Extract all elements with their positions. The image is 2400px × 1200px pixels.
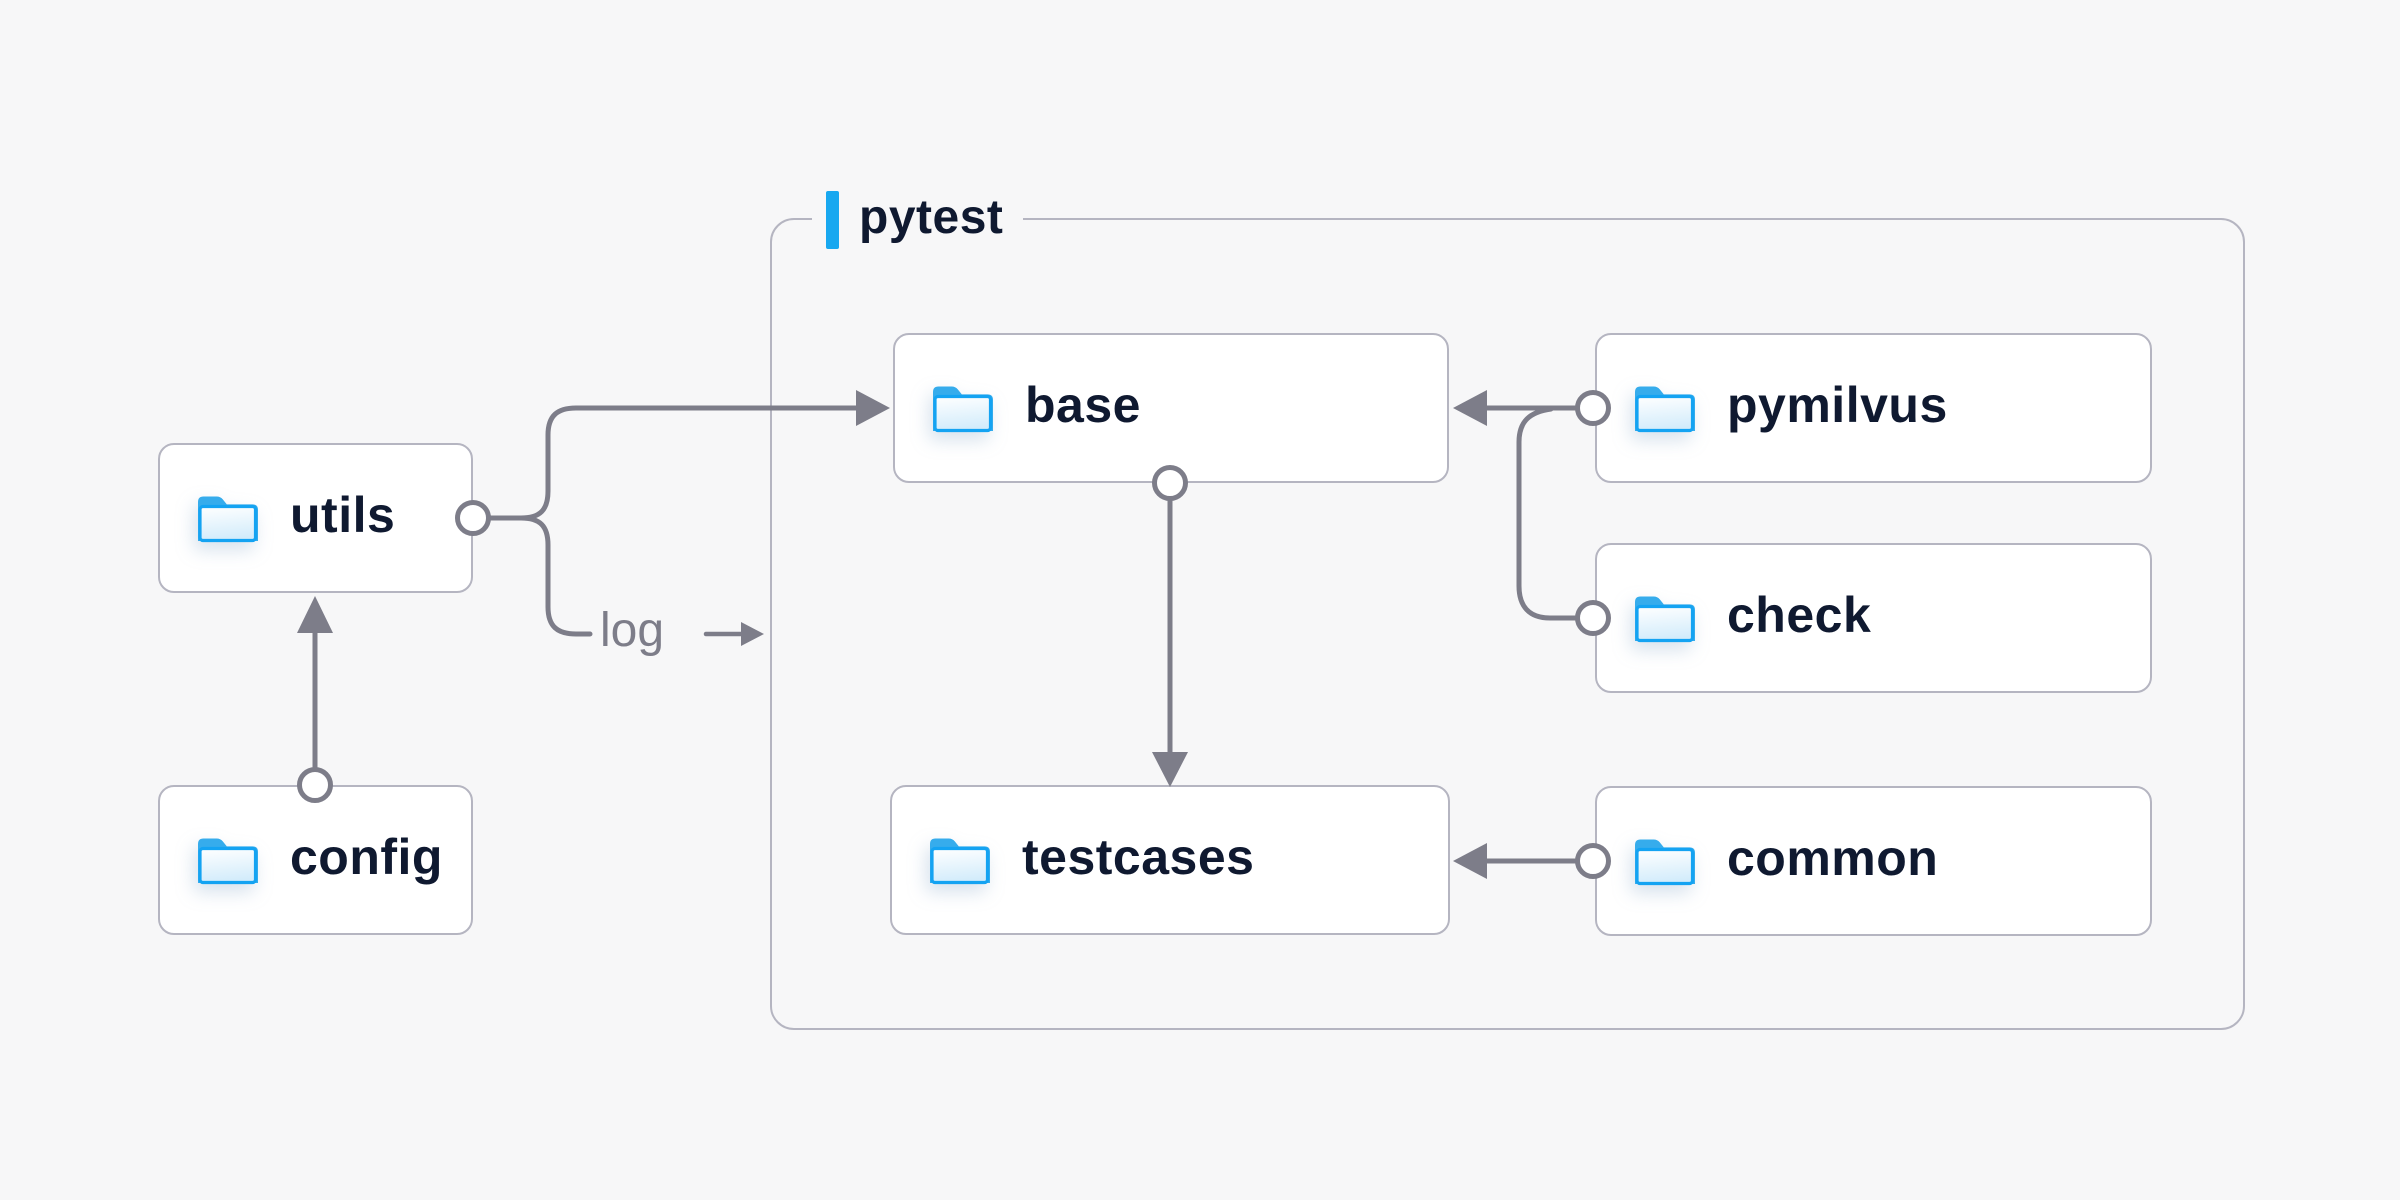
node-label-utils: utils: [290, 487, 396, 543]
node-pymilvus: pymilvus: [1595, 333, 2152, 483]
edge-label-log: log: [600, 604, 665, 657]
node-label-base: base: [1025, 377, 1141, 433]
arrowhead-right-small-icon: [741, 622, 764, 646]
folder-icon: [198, 496, 258, 542]
pytest-group-label: pytest: [812, 188, 1024, 252]
node-check: check: [1595, 543, 2152, 693]
folder-icon: [198, 838, 258, 884]
node-utils: utils: [158, 443, 473, 593]
node-common: common: [1595, 786, 2152, 936]
pytest-group-title: pytest: [859, 191, 1004, 244]
folder-icon: [1635, 596, 1695, 642]
edge-config-utils: [297, 596, 333, 803]
node-base: base: [893, 333, 1449, 483]
node-label-config: config: [290, 829, 443, 885]
node-label-testcases: testcases: [1022, 829, 1255, 885]
node-label-pymilvus: pymilvus: [1727, 377, 1948, 433]
pytest-group-box: [770, 218, 2245, 1030]
arrowhead-up-icon: [297, 596, 333, 633]
node-label-check: check: [1727, 587, 1872, 643]
node-testcases: testcases: [890, 785, 1450, 935]
folder-icon: [1635, 839, 1695, 885]
folder-icon: [1635, 386, 1695, 432]
folder-icon: [930, 838, 990, 884]
node-config: config: [158, 785, 473, 935]
node-label-common: common: [1727, 830, 1939, 886]
folder-icon: [933, 386, 993, 432]
accent-bar: [826, 191, 839, 249]
